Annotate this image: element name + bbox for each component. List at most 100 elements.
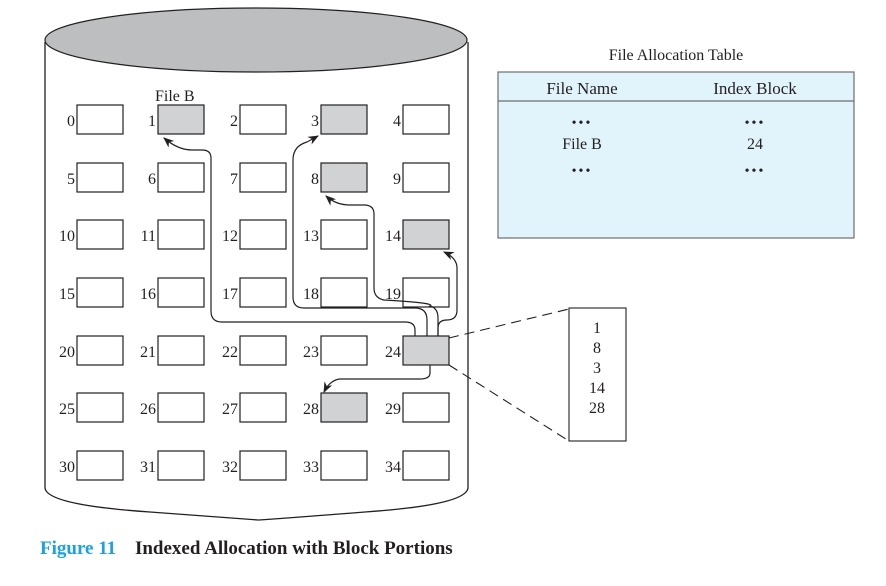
disk-block-16: 16 — [140, 277, 205, 308]
disk-block-21: 21 — [140, 335, 205, 366]
free-block-cell — [76, 392, 124, 423]
disk-block-34: 34 — [385, 450, 450, 481]
projection-line-bottom — [448, 364, 570, 442]
disk-block-14: 14 — [385, 219, 450, 250]
allocated-block-cell — [402, 219, 450, 250]
index-block-contents-box — [568, 307, 627, 442]
disk-block-15: 15 — [59, 277, 124, 308]
projection-line-top — [448, 308, 570, 339]
fat-header-file-name: File Name — [546, 79, 617, 98]
disk-block-number: 11 — [141, 228, 156, 245]
free-block-cell — [157, 277, 205, 308]
free-block-cell — [239, 162, 287, 193]
disk-block-8: 8 — [311, 162, 368, 193]
disk-block-24: 24 — [385, 335, 450, 366]
arrow-to-block-8 — [325, 195, 439, 336]
disk-block-1: 1 — [148, 104, 205, 135]
free-block-cell — [239, 277, 287, 308]
free-block-cell — [239, 392, 287, 423]
pointer-arrows — [163, 135, 458, 393]
disk-block-number: 16 — [140, 286, 156, 303]
disk-block-number: 24 — [385, 344, 401, 361]
index-entry: 14 — [589, 380, 605, 397]
arrow-to-block-3 — [292, 135, 428, 336]
free-block-cell — [320, 277, 368, 308]
free-block-cell — [157, 162, 205, 193]
disk-block-number: 30 — [59, 459, 75, 476]
free-block-cell — [320, 335, 368, 366]
disk-block-13: 13 — [303, 219, 368, 250]
free-block-cell — [157, 392, 205, 423]
disk-block-7: 7 — [230, 162, 287, 193]
disk-block-number: 8 — [311, 171, 319, 188]
disk-block-17: 17 — [222, 277, 287, 308]
disk-block-11: 11 — [141, 219, 205, 250]
disk-block-number: 5 — [67, 171, 75, 188]
fat-table-box — [497, 71, 855, 239]
disk-block-0: 0 — [67, 104, 124, 135]
disk-block-6: 6 — [148, 162, 205, 193]
arrow-to-block-1 — [163, 137, 416, 336]
disk-block-5: 5 — [67, 162, 124, 193]
disk-block-number: 2 — [230, 113, 238, 130]
disk-block-10: 10 — [59, 219, 124, 250]
free-block-cell — [402, 277, 450, 308]
free-block-cell — [76, 450, 124, 481]
fat-row-3-index-block: ••• — [745, 164, 766, 179]
allocated-block-cell — [320, 392, 368, 423]
disk-block-number: 22 — [222, 344, 238, 361]
disk-block-number: 1 — [148, 113, 156, 130]
disk-block-number: 15 — [59, 286, 75, 303]
disk-block-22: 22 — [222, 335, 287, 366]
disk-block-25: 25 — [59, 392, 124, 423]
free-block-cell — [320, 450, 368, 481]
fat-row-1-file-name: ••• — [572, 116, 593, 131]
free-block-cell — [239, 104, 287, 135]
free-block-cell — [76, 104, 124, 135]
disk-block-number: 21 — [140, 344, 156, 361]
free-block-cell — [239, 335, 287, 366]
free-block-cell — [402, 450, 450, 481]
free-block-cell — [402, 392, 450, 423]
free-block-cell — [402, 104, 450, 135]
free-block-cell — [320, 219, 368, 250]
index-entry: 1 — [593, 320, 601, 337]
allocated-block-cell — [320, 162, 368, 193]
disk-block-number: 7 — [230, 171, 238, 188]
disk-block-number: 19 — [385, 286, 401, 303]
figure-caption: Figure 11 Indexed Allocation with Block … — [40, 538, 453, 560]
disk-block-number: 10 — [59, 228, 75, 245]
disk-block-2: 2 — [230, 104, 287, 135]
disk-block-number: 4 — [393, 113, 401, 130]
disk-block-number: 14 — [385, 228, 401, 245]
disk-block-26: 26 — [140, 392, 205, 423]
disk-block-number: 33 — [303, 459, 319, 476]
free-block-cell — [76, 162, 124, 193]
disk-block-28: 28 — [303, 392, 368, 423]
disk-block-number: 27 — [222, 401, 238, 418]
disk-block-number: 23 — [303, 344, 319, 361]
disk-block-33: 33 — [303, 450, 368, 481]
fat-title: File Allocation Table — [609, 47, 744, 64]
disk-block-12: 12 — [222, 219, 287, 250]
file-b-label: File B — [155, 88, 195, 105]
free-block-cell — [76, 277, 124, 308]
disk-block-23: 23 — [303, 335, 368, 366]
disk-block-number: 34 — [385, 459, 401, 476]
disk-block-number: 28 — [303, 401, 319, 418]
disk-block-4: 4 — [393, 104, 450, 135]
disk-block-number: 6 — [148, 171, 156, 188]
allocated-block-cell — [157, 104, 205, 135]
free-block-cell — [402, 162, 450, 193]
disk-block-29: 29 — [385, 392, 450, 423]
disk-block-number: 18 — [303, 286, 319, 303]
figure-number: Figure 11 — [40, 538, 117, 559]
disk-block-number: 13 — [303, 228, 319, 245]
fat-row-1-index-block: ••• — [745, 116, 766, 131]
free-block-cell — [76, 335, 124, 366]
disk-block-number: 17 — [222, 286, 238, 303]
disk-block-number: 12 — [222, 228, 238, 245]
free-block-cell — [157, 450, 205, 481]
disk-block-27: 27 — [222, 392, 287, 423]
